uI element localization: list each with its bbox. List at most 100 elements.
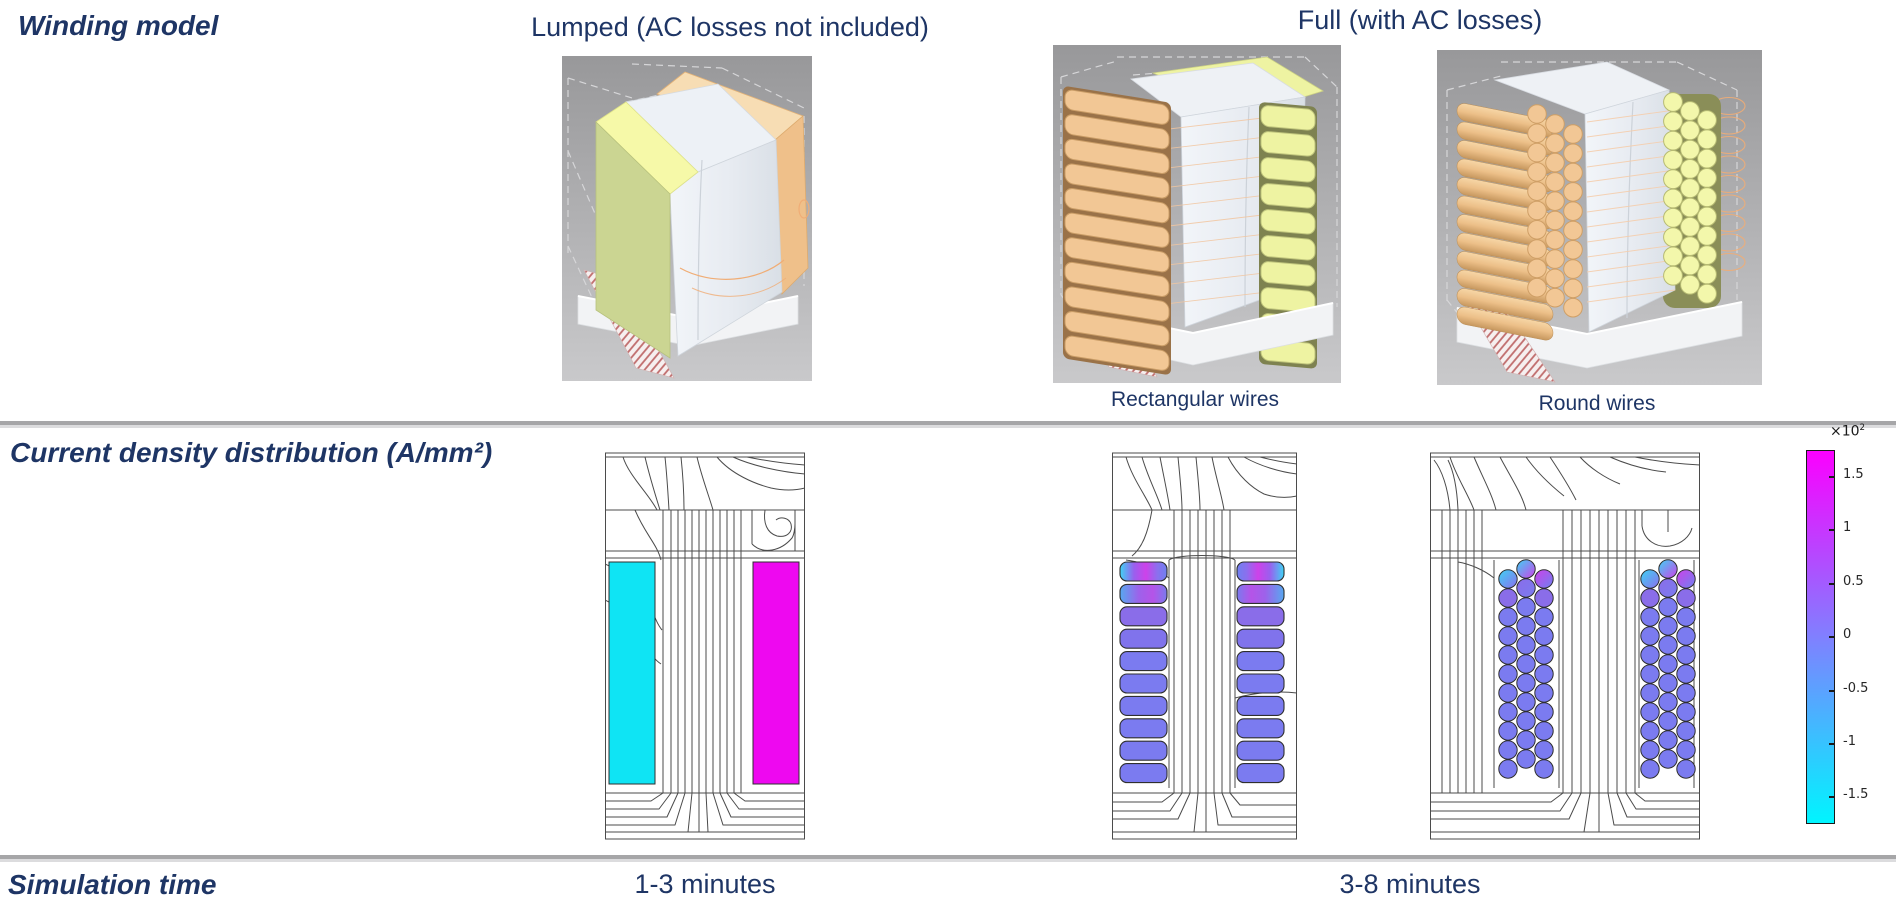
round-wire-cross-section [1498, 721, 1518, 741]
wire-end-circle [1563, 143, 1583, 164]
wire-end-circle [1527, 104, 1547, 124]
wire-end-circle [1697, 245, 1717, 266]
wire-end-circle [1563, 259, 1583, 279]
round-wire-cross-section [1658, 597, 1678, 617]
rect-wire-end [1260, 183, 1316, 209]
round-wire-cross-section [1498, 683, 1518, 703]
wire-end-circle [1680, 255, 1700, 276]
lumped-winding-render [562, 56, 812, 381]
round-wire-cross-section [1676, 664, 1696, 684]
round-wire-cross-section [1640, 683, 1660, 703]
turn-line [1586, 169, 1676, 183]
wire-end-circle [1697, 129, 1717, 150]
wire-end-circle [1527, 220, 1547, 240]
round-wire-cross-section [1640, 569, 1660, 589]
rect-wire-cross-section [1119, 695, 1168, 716]
round-wire-cross-section [1534, 721, 1554, 741]
wire-end-circle [1680, 197, 1700, 218]
round-wire-cross-section [1516, 635, 1536, 655]
rect-wire-bar [1064, 286, 1170, 322]
wire-end-circle [1697, 148, 1717, 169]
rect-wire-cross-section [1119, 718, 1168, 739]
wire-end-circle [1697, 110, 1717, 130]
rect-wire-cross-section [1119, 606, 1168, 627]
wire-end-circle [1563, 182, 1583, 202]
turn-line [1586, 109, 1676, 123]
round-wire-cross-section [1658, 654, 1678, 674]
turn-line [1586, 139, 1676, 153]
lumped-field-plot [604, 448, 806, 843]
colorbar-tick-label: 0 [1843, 627, 1852, 643]
round-wire-cross-section [1498, 626, 1518, 646]
rect-wire-bar [1064, 311, 1170, 347]
turn-line [1586, 124, 1676, 138]
wire-end-circle [1697, 264, 1717, 285]
lumped-sim-time: 1-3 minutes [634, 869, 776, 899]
round-wire-cross-section [1640, 664, 1660, 684]
round-wire-cross-section [1658, 616, 1678, 636]
round-wire-cross-section [1516, 597, 1536, 617]
wire-end-circle [1545, 268, 1565, 289]
rect-wire-bar [1064, 237, 1170, 273]
wire-end-circle [1527, 162, 1547, 182]
round-wire-cross-section [1676, 569, 1696, 589]
round-wire-cross-section [1640, 759, 1660, 779]
round-wire-cross-section [1676, 759, 1696, 779]
colorbar-tick-mark [1829, 743, 1835, 745]
round-wire-cylinder [1456, 288, 1554, 322]
round-wire-cross-section [1516, 692, 1536, 712]
rect-wire-cross-section [1236, 673, 1285, 694]
divider-bottom [0, 855, 1896, 862]
wire-end-circle [1697, 187, 1717, 208]
round-wire-cross-section [1658, 635, 1678, 655]
rect-wire-cross-section [1119, 583, 1168, 604]
variant-label-rectangular: Rectangular wires [1110, 388, 1280, 411]
wire-end-circle [1545, 152, 1565, 173]
colorbar-exponent: ×102 [1830, 423, 1865, 440]
wire-end-circle [1697, 225, 1717, 246]
current-density-row-label: Current density distribution (A/mm²) [10, 437, 493, 468]
wire-end-circle [1697, 168, 1717, 188]
wire-end-circle [1545, 210, 1565, 231]
round-wire-cross-section [1498, 759, 1518, 779]
turn-line [1586, 259, 1676, 273]
rect-wire-end [1260, 105, 1316, 131]
round-wire-cross-section [1676, 607, 1696, 627]
rect-wire-cross-section [1236, 695, 1285, 716]
rect-wire-cross-section [1119, 561, 1168, 582]
rect-wire-cross-section [1119, 628, 1168, 649]
lumped-negative-winding [608, 561, 656, 785]
rect-wire-end [1260, 235, 1316, 261]
rect-wire-cross-section [1236, 606, 1285, 627]
wire-end-circle [1545, 133, 1565, 154]
round-wire-cylinder [1456, 306, 1554, 341]
rect-wire-bar [1064, 261, 1170, 298]
round-wire-cross-section [1658, 692, 1678, 712]
rect-wire-cross-section [1236, 583, 1285, 604]
wire-end-circle [1680, 236, 1700, 257]
rect-wire-end [1260, 209, 1316, 235]
wire-end-circle [1663, 227, 1683, 248]
wire-end-circle [1545, 114, 1565, 134]
rect-wires-3d [1053, 45, 1341, 383]
wire-end-circle [1527, 200, 1547, 221]
wire-end-circle [1663, 246, 1683, 267]
round-wire-cross-section [1516, 711, 1536, 731]
colorbar-gradient [1806, 450, 1835, 824]
wire-end-circle [1663, 265, 1683, 286]
round-wire-cross-section [1516, 616, 1536, 636]
wire-end-circle [1680, 139, 1700, 160]
round-wire-cross-section [1640, 645, 1660, 665]
colorbar-tick-label: 1.5 [1843, 467, 1864, 482]
wire-end-circle [1527, 123, 1547, 144]
round-wire-cross-section [1498, 664, 1518, 684]
wire-end-circle [1527, 142, 1547, 163]
wire-end-circle [1663, 150, 1683, 170]
round-wire-cross-section [1676, 702, 1696, 722]
wire-end-circle [1563, 201, 1583, 221]
round-wire-cross-section [1516, 559, 1536, 579]
rect-wire-cross-section [1119, 740, 1168, 761]
rect-wire-cross-section [1236, 740, 1285, 761]
